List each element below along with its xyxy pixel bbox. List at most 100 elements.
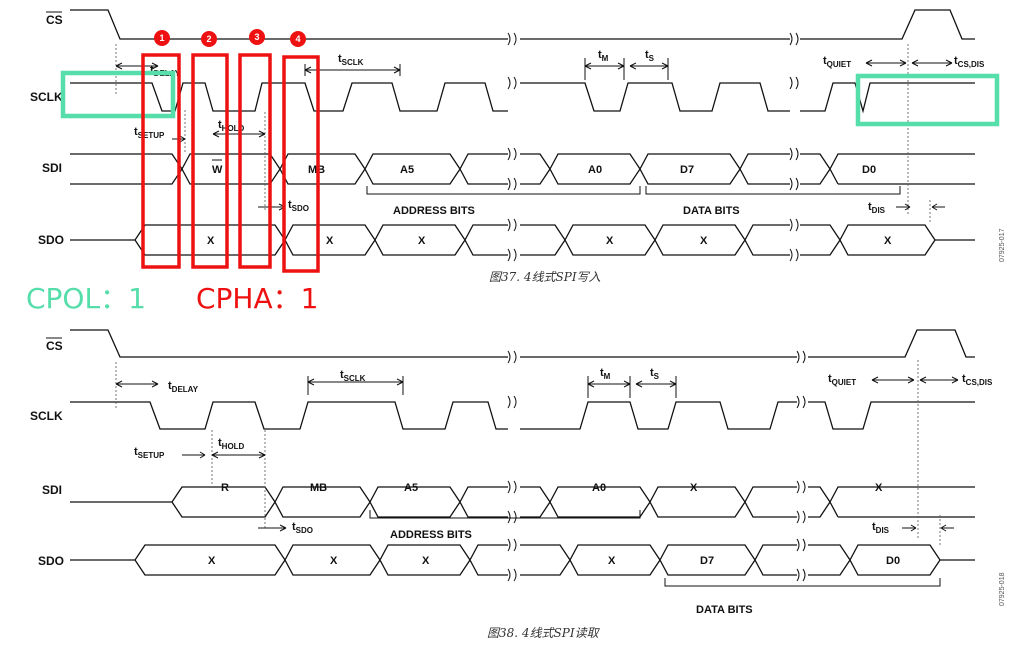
edge-highlight-3 xyxy=(238,53,272,269)
dis-label-read: tDIS xyxy=(872,521,890,535)
sdi-read-cell-x1: X xyxy=(690,482,698,494)
cs-break-1 xyxy=(507,32,517,46)
badge-1-text: 1 xyxy=(159,33,164,43)
setup-arrow-read xyxy=(182,451,206,459)
data-bits-bracket xyxy=(645,186,901,195)
hold-arrow-read xyxy=(211,451,266,459)
quiet-arrow-read xyxy=(871,376,915,384)
ts-label-read: tS xyxy=(650,367,660,381)
dis-arrow-right xyxy=(931,203,945,211)
setup-label: tSETUP xyxy=(134,126,165,140)
sdo-delay-arrow-read xyxy=(258,524,287,532)
cpol-note: CPOL：1 xyxy=(26,282,146,315)
sdo-delay-label-read: tSDO xyxy=(292,521,313,535)
sclk-waveform xyxy=(70,82,975,114)
cs-waveform-read xyxy=(70,329,975,358)
cpha-note: CPHA：1 xyxy=(196,282,318,315)
sdo-cell-3: X xyxy=(418,235,426,247)
dis-arrow-right-read xyxy=(940,524,954,532)
dis-arrow-left-read xyxy=(902,524,917,532)
idle-state-box-end xyxy=(855,73,1000,127)
csdis-label-read: tCS,DIS xyxy=(962,373,993,387)
csdis-arrow-read xyxy=(919,376,959,384)
signal-label-sclk: SCLK xyxy=(30,90,63,104)
dis-label: tDIS xyxy=(868,201,886,215)
tm-arrow xyxy=(584,58,625,80)
sdi-cell-a5: A5 xyxy=(400,164,414,176)
address-bits-bracket-read xyxy=(369,510,641,519)
cs-break-read-2 xyxy=(796,350,806,364)
sdi-bus xyxy=(70,153,975,185)
signal-label-cs-read: CS xyxy=(46,339,63,353)
sclk-period-arrow xyxy=(304,64,401,76)
setup-label-read: tSETUP xyxy=(134,446,165,460)
cs-break-read-1 xyxy=(507,350,517,364)
data-bits-label-read: DATA BITS xyxy=(696,604,753,616)
sdo-break-1 xyxy=(507,218,517,262)
tm-arrow-read xyxy=(587,376,631,398)
sdi-break-2 xyxy=(789,147,799,191)
tm-label-read: tM xyxy=(600,367,611,381)
sdi-bus-read xyxy=(70,486,975,518)
ts-label: tS xyxy=(645,49,655,63)
quiet-label-read: tQUIET xyxy=(828,373,856,387)
badge-3 xyxy=(249,29,265,45)
tm-label: tM xyxy=(598,49,609,63)
sclk-break-read-1 xyxy=(507,395,517,409)
sdi-read-cell-mb: MB xyxy=(310,482,327,494)
cs-waveform xyxy=(70,9,975,40)
badge-4-text: 4 xyxy=(295,34,300,44)
edge-highlight-1 xyxy=(141,53,181,269)
signal-label-sdo: SDO xyxy=(38,233,64,247)
write-figure-code: 07925-017 xyxy=(999,228,1006,262)
badge-3-text: 3 xyxy=(254,32,259,42)
quiet-arrow xyxy=(865,59,907,67)
badge-2 xyxy=(201,31,217,47)
sdi-read-cell-x2: X xyxy=(875,482,883,494)
sdo-cell-1: X xyxy=(207,235,215,247)
csdis-arrow xyxy=(911,59,953,67)
data-bits-label: DATA BITS xyxy=(683,205,740,217)
sclk-break-2 xyxy=(789,76,799,90)
sclk-period-arrow-read xyxy=(307,376,404,395)
quiet-label: tQUIET xyxy=(823,55,851,69)
sdo-bus-read xyxy=(70,544,975,576)
csdis-label: tCS,DIS xyxy=(954,55,985,69)
sdo-read-cell-d7: D7 xyxy=(700,555,714,567)
address-bits-label-read: ADDRESS BITS xyxy=(390,529,472,541)
signal-label-sdo-read: SDO xyxy=(38,554,64,568)
address-bits-label: ADDRESS BITS xyxy=(393,205,475,217)
dis-arrow-left xyxy=(896,203,911,211)
sdo-read-cell-4: X xyxy=(608,555,616,567)
sdo-cell-4: X xyxy=(606,235,614,247)
sdi-cell-rw: W xyxy=(212,164,223,176)
sclk-period-label-read: tSCLK xyxy=(340,369,366,383)
sdi-cell-d7: D7 xyxy=(680,164,694,176)
annotation-overlay: 1 2 3 4 CPOL：1 CPHA：1 xyxy=(26,29,1000,315)
signal-label-sclk-read: SCLK xyxy=(30,409,63,423)
sdo-read-cell-3: X xyxy=(422,555,430,567)
sdi-break-1 xyxy=(507,147,517,191)
badge-4 xyxy=(290,31,306,47)
badge-2-text: 2 xyxy=(206,34,211,44)
edge-highlight-4 xyxy=(282,55,320,273)
signal-label-cs: CS xyxy=(46,13,63,27)
sclk-break-read-2 xyxy=(796,395,806,409)
sdo-bus xyxy=(70,224,975,256)
delay-label-read: tDELAY xyxy=(168,380,199,394)
ts-arrow-read xyxy=(635,376,677,398)
delay-arrow-read xyxy=(115,380,159,388)
sdo-read-cell-d0: D0 xyxy=(886,555,900,567)
sdi-read-cell-a0: A0 xyxy=(592,482,606,494)
data-bits-bracket-read xyxy=(664,578,941,587)
idle-state-box-start xyxy=(60,70,176,119)
badge-1 xyxy=(154,30,170,46)
ts-arrow xyxy=(629,58,669,80)
read-timing-diagram: CS SCLK SDI SDO R MB A5 A0 X X ADDRESS B… xyxy=(30,329,1006,640)
address-bits-bracket xyxy=(366,186,641,195)
sdo-delay-label: tSDO xyxy=(288,199,309,213)
sdo-cell-5: X xyxy=(700,235,708,247)
sdo-break-read-1 xyxy=(507,538,517,582)
sdi-break-read-2 xyxy=(796,480,806,524)
